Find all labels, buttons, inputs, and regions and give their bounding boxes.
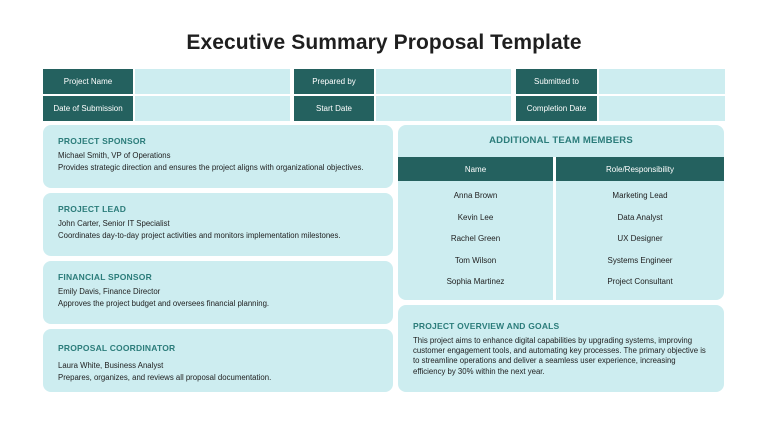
prepared-by-label: Prepared by: [294, 69, 374, 94]
overview-text: This project aims to enhance digital cap…: [413, 336, 706, 376]
card-person: John Carter, Senior IT Specialist: [58, 219, 170, 228]
team-col-name: Name: [398, 157, 553, 181]
start-date-label: Start Date: [294, 96, 374, 121]
team-member-role: UX Designer: [617, 234, 663, 244]
team-member-role: Systems Engineer: [607, 255, 673, 265]
team-member-name: Anna Brown: [453, 191, 498, 201]
project-name-label: Project Name: [43, 69, 133, 94]
project-overview-card: PROJECT OVERVIEW AND GOALS This project …: [398, 305, 724, 392]
team-col-role: Role/Responsibility: [556, 157, 724, 181]
card-description: Provides strategic direction and ensures…: [58, 163, 364, 172]
team-member-name: Kevin Lee: [457, 212, 494, 222]
column-divider: [553, 157, 556, 300]
card-person: Laura White, Business Analyst: [58, 361, 164, 370]
card-person: Emily Davis, Finance Director: [58, 287, 161, 296]
team-member-name: Sophia Martinez: [446, 277, 505, 287]
team-member-name: Rachel Green: [450, 234, 501, 244]
overview-title: PROJECT OVERVIEW AND GOALS: [413, 321, 560, 331]
team-members-panel: ADDITIONAL TEAM MEMBERS Name Role/Respon…: [398, 125, 724, 300]
proposal-coordinator-card: PROPOSAL COORDINATOR Laura White, Busine…: [43, 329, 393, 392]
team-member-name: Tom Wilson: [454, 255, 497, 265]
team-member-role: Data Analyst: [617, 212, 663, 222]
card-title: PROJECT LEAD: [58, 204, 127, 214]
team-member-role: Project Consultant: [607, 277, 673, 287]
financial-sponsor-card: FINANCIAL SPONSOR Emily Davis, Finance D…: [43, 261, 393, 324]
project-lead-card: PROJECT LEAD John Carter, Senior IT Spec…: [43, 193, 393, 256]
completion-date-field[interactable]: [599, 96, 725, 121]
submitted-to-label: Submitted to: [516, 69, 597, 94]
card-title: PROJECT SPONSOR: [58, 136, 147, 146]
card-description: Approves the project budget and oversees…: [58, 299, 270, 308]
card-title: FINANCIAL SPONSOR: [58, 272, 152, 282]
card-person: Michael Smith, VP of Operations: [58, 151, 171, 160]
date-of-submission-label: Date of Submission: [43, 96, 133, 121]
start-date-field[interactable]: [376, 96, 511, 121]
submitted-to-field[interactable]: [599, 69, 725, 94]
page-title: Executive Summary Proposal Template: [186, 31, 582, 54]
project-sponsor-card: PROJECT SPONSOR Michael Smith, VP of Ope…: [43, 125, 393, 188]
card-description: Coordinates day-to-day project activitie…: [58, 231, 341, 240]
team-title: ADDITIONAL TEAM MEMBERS: [489, 135, 633, 146]
card-title: PROPOSAL COORDINATOR: [58, 343, 176, 353]
team-member-role: Marketing Lead: [612, 191, 668, 201]
date-of-submission-field[interactable]: [135, 96, 290, 121]
project-name-field[interactable]: [135, 69, 290, 94]
completion-date-label: Completion Date: [516, 96, 597, 121]
prepared-by-field[interactable]: [376, 69, 511, 94]
card-description: Prepares, organizes, and reviews all pro…: [58, 373, 272, 382]
